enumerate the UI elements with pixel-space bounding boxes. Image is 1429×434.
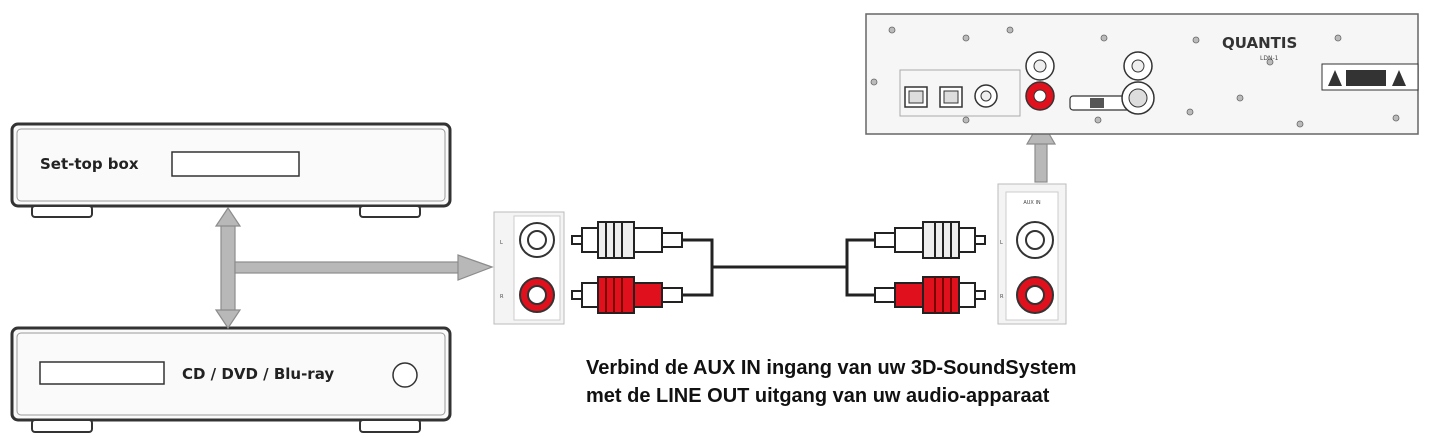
settop-foot-left (31, 205, 93, 218)
speaker-rear-panel: QUANTIS LDN-1 (865, 13, 1419, 135)
player-foot-right (359, 419, 421, 433)
output-jack-right-label: R (500, 294, 504, 300)
signal-arrows (214, 118, 1057, 330)
disc-tray (39, 361, 165, 385)
upward-shaft (1034, 141, 1048, 183)
output-jack-left-label: L (500, 240, 503, 246)
plug-white-left (571, 221, 683, 259)
settop-box: Set-top box (10, 122, 452, 218)
aux-jack-right-label: R (1000, 294, 1004, 300)
rca-cable (571, 221, 986, 314)
plug-white-right (874, 221, 986, 259)
instruction-caption: Verbind de AUX IN ingang van uw 3D-Sound… (586, 354, 1076, 410)
disc-player-label: CD / DVD / Blu-ray (182, 365, 334, 383)
plug-red-right (874, 276, 986, 314)
settop-box-label: Set-top box (40, 155, 139, 173)
caption-line-1: Verbind de AUX IN ingang van uw 3D-Sound… (586, 357, 1077, 379)
settop-foot-right (359, 205, 421, 218)
panel-screws (870, 26, 1400, 128)
panel-brand: QUANTIS (1222, 34, 1297, 52)
aux-in-jack-plate: AUX IN L R (997, 183, 1067, 325)
panel-model: LDN-1 (1260, 55, 1279, 62)
power-knob-icon (392, 362, 418, 388)
arrow-up-icon (214, 206, 242, 227)
aux-in-label: AUX IN (1023, 200, 1041, 206)
player-foot-left (31, 419, 93, 433)
horizontal-shaft (234, 261, 461, 274)
arrow-down-icon (214, 309, 242, 330)
disc-player: CD / DVD / Blu-ray (10, 326, 452, 433)
arrow-right-icon (457, 254, 494, 281)
output-jack-plate: L R (493, 211, 565, 325)
settop-display (171, 151, 300, 177)
vertical-shaft (220, 223, 236, 317)
caption-line-2: met de LINE OUT uitgang van uw audio-app… (586, 385, 1050, 407)
aux-jack-left-label: L (1000, 240, 1003, 246)
plug-red-left (571, 276, 683, 314)
